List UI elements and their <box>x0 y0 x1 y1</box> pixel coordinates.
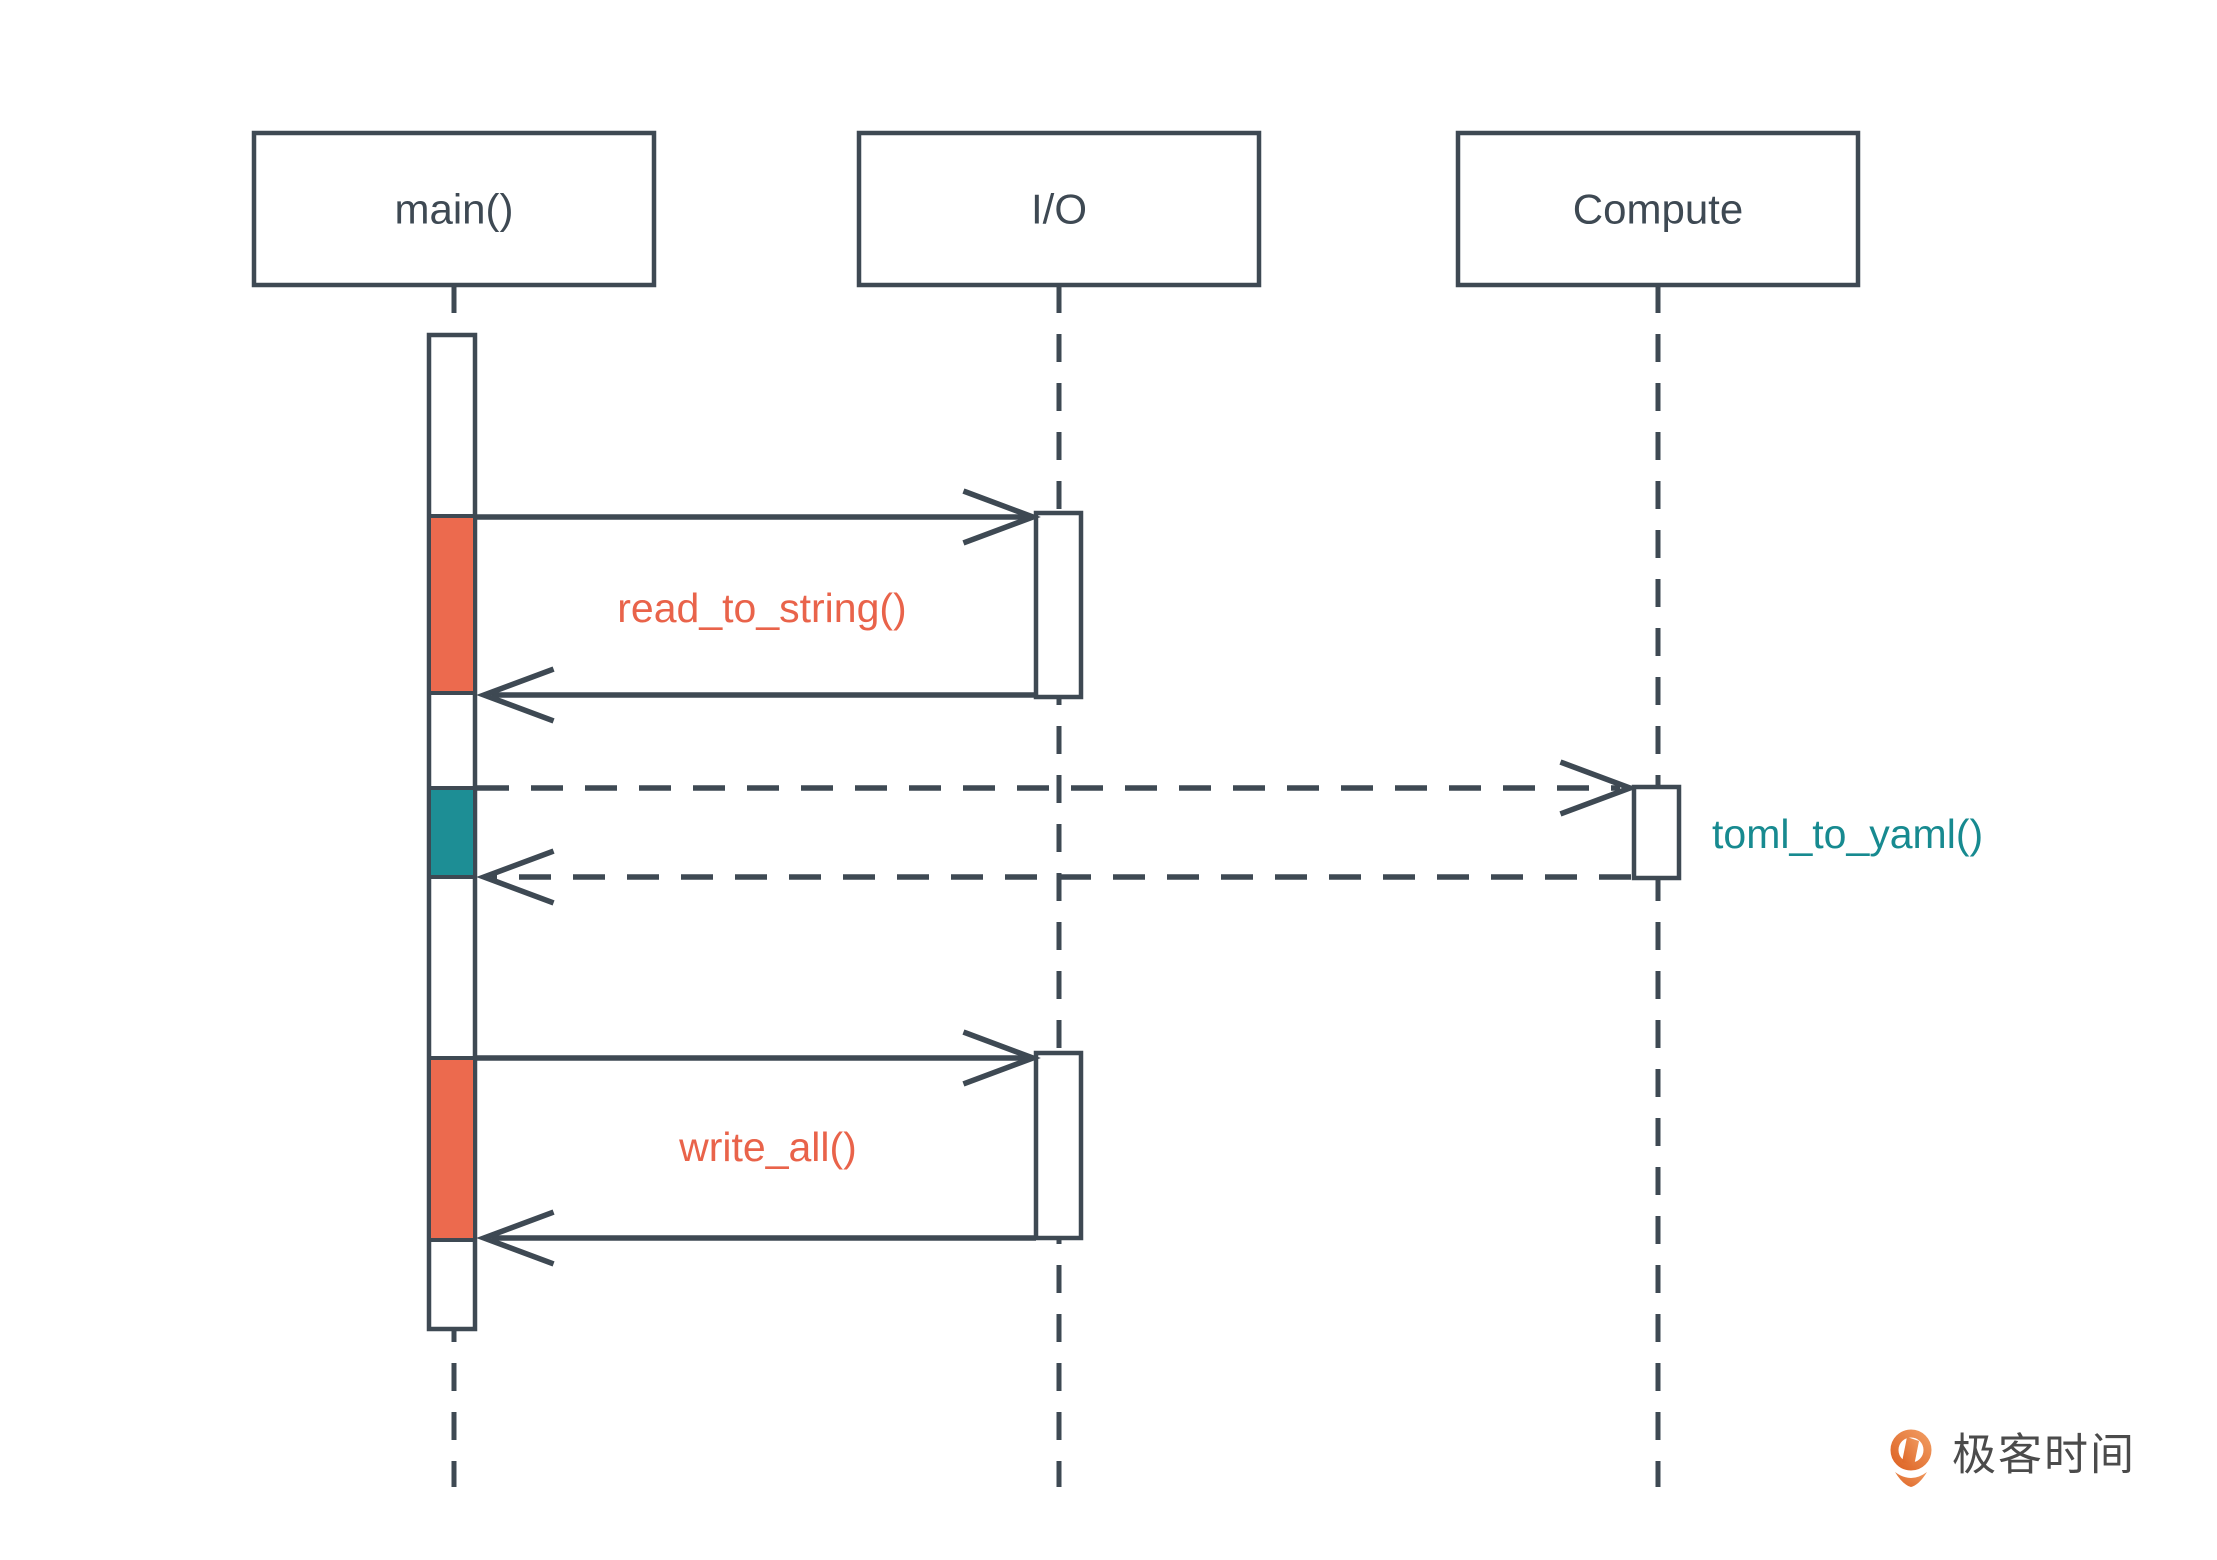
activation-main <box>426 332 478 1332</box>
message-write-all: write_all() <box>476 1029 1041 1267</box>
busy-segment-toml-to-yaml <box>427 786 477 879</box>
participant-box-main <box>251 130 657 288</box>
participant-io: I/O <box>856 130 1262 288</box>
message-label-write-all: write_all() <box>678 1124 857 1170</box>
arrowhead-left-icon <box>476 666 555 724</box>
brand-logo-text: 极客时间 <box>1952 1431 2136 1480</box>
arrowhead-right-icon <box>1559 759 1638 817</box>
message-toml-to-yaml: toml_to_yaml() <box>476 759 1983 906</box>
participant-box-compute <box>1455 130 1861 288</box>
participant-box-io <box>856 130 1262 288</box>
arrowhead-right-icon <box>962 488 1041 546</box>
brand-logo: 极客时间 <box>1890 1429 2136 1487</box>
participant-compute: Compute <box>1455 130 1861 288</box>
arrowhead-left-icon <box>476 1209 555 1267</box>
logo-pin-tail <box>1895 1472 1927 1487</box>
message-label-read-to-string: read_to_string() <box>617 585 906 631</box>
arrowhead-left-icon <box>476 848 555 906</box>
activation-bar-io-read <box>1033 510 1084 700</box>
arrowhead-right-icon <box>962 1029 1041 1087</box>
activation-bar-io-write <box>1033 1050 1084 1241</box>
message-read-to-string: read_to_string() <box>476 488 1041 724</box>
participant-label-compute: Compute <box>1573 186 1743 233</box>
participant-label-io: I/O <box>1031 186 1087 233</box>
busy-segment-write-all <box>427 1056 477 1242</box>
participant-main: main() <box>251 130 657 288</box>
message-label-toml-to-yaml: toml_to_yaml() <box>1712 811 1983 857</box>
busy-segment-read-to-string <box>427 514 477 695</box>
participant-label-main: main() <box>394 186 513 233</box>
activation-bar-compute <box>1631 784 1682 881</box>
geektime-pin-icon <box>1890 1429 1932 1487</box>
logo-needle <box>1902 1437 1919 1466</box>
